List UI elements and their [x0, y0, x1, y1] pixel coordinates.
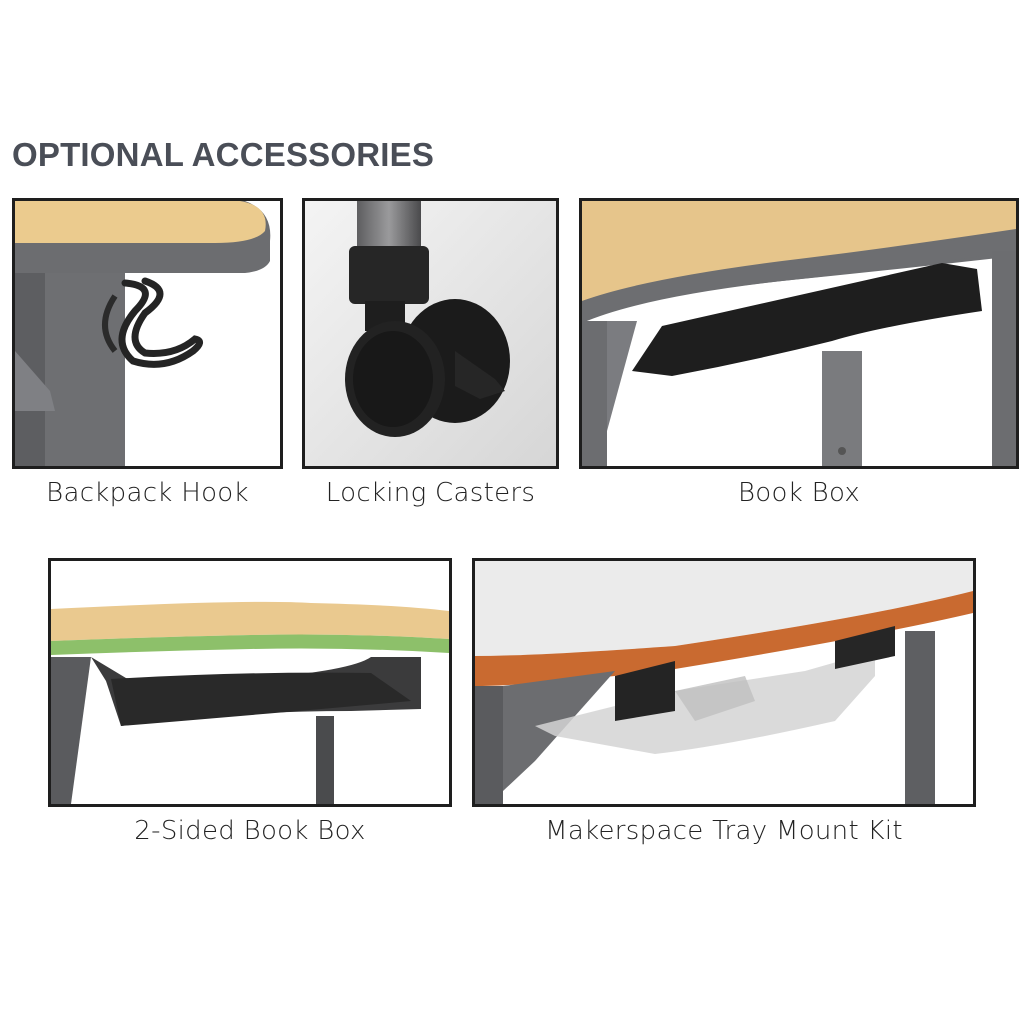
accessory-caption: Backpack Hook — [46, 478, 249, 508]
locking-casters-image — [302, 198, 559, 469]
page-title: OPTIONAL ACCESSORIES — [12, 136, 435, 173]
two-sided-book-box-illustration — [51, 561, 449, 804]
makerspace-tray-image — [472, 558, 976, 807]
backpack-hook-image — [12, 198, 283, 469]
accessory-caption: Book Box — [737, 478, 861, 508]
accessory-caption: Makerspace Tray Mount Kit — [545, 816, 903, 846]
two-sided-book-box-image — [48, 558, 452, 807]
locking-casters-illustration — [305, 201, 556, 466]
accessory-caption: 2-Sided Book Box — [134, 816, 366, 846]
backpack-hook-illustration — [15, 201, 280, 466]
makerspace-tray-illustration — [475, 561, 973, 804]
book-box-illustration — [582, 201, 1016, 466]
book-box-image — [579, 198, 1019, 469]
accessory-caption: Locking Casters — [325, 478, 536, 508]
